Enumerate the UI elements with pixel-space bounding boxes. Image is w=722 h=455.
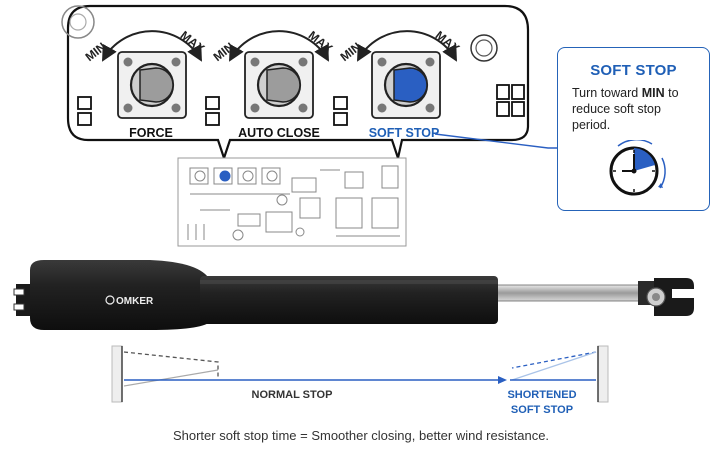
callout-text: Turn toward MIN to reduce soft stop peri… — [572, 85, 701, 133]
timer-icon — [609, 140, 666, 196]
soft-stop-callout: SOFT STOP Turn toward MIN to reduce soft… — [557, 47, 710, 211]
shortened-label-line1: SHORTENED — [507, 389, 576, 401]
callout-text-bold: MIN — [641, 86, 665, 100]
shortened-label-line2: SOFT STOP — [511, 404, 573, 416]
brand-logo-icon — [105, 295, 115, 305]
auto-close-label: AUTO CLOSE — [238, 126, 320, 140]
callout-text-suffix: to reduce soft stop period. — [572, 86, 679, 132]
circuit-board — [177, 157, 407, 247]
callout-text-prefix: Turn toward — [572, 86, 642, 100]
panel-connectors — [77, 96, 348, 126]
stop-diagram — [111, 345, 609, 403]
caption: Shorter soft stop time = Smoother closin… — [172, 428, 550, 443]
soft-stop-knob[interactable]: MIN MAX SOFT STOP — [338, 28, 463, 140]
force-label: FORCE — [129, 126, 173, 140]
soft-stop-label: SOFT STOP — [369, 126, 440, 140]
callout-leader-line — [434, 133, 557, 149]
brand-label: OMKER — [116, 296, 154, 307]
linear-actuator: OMKER — [13, 260, 696, 330]
callout-title: SOFT STOP — [590, 62, 677, 79]
normal-stop-label: NORMAL STOP — [252, 389, 333, 401]
